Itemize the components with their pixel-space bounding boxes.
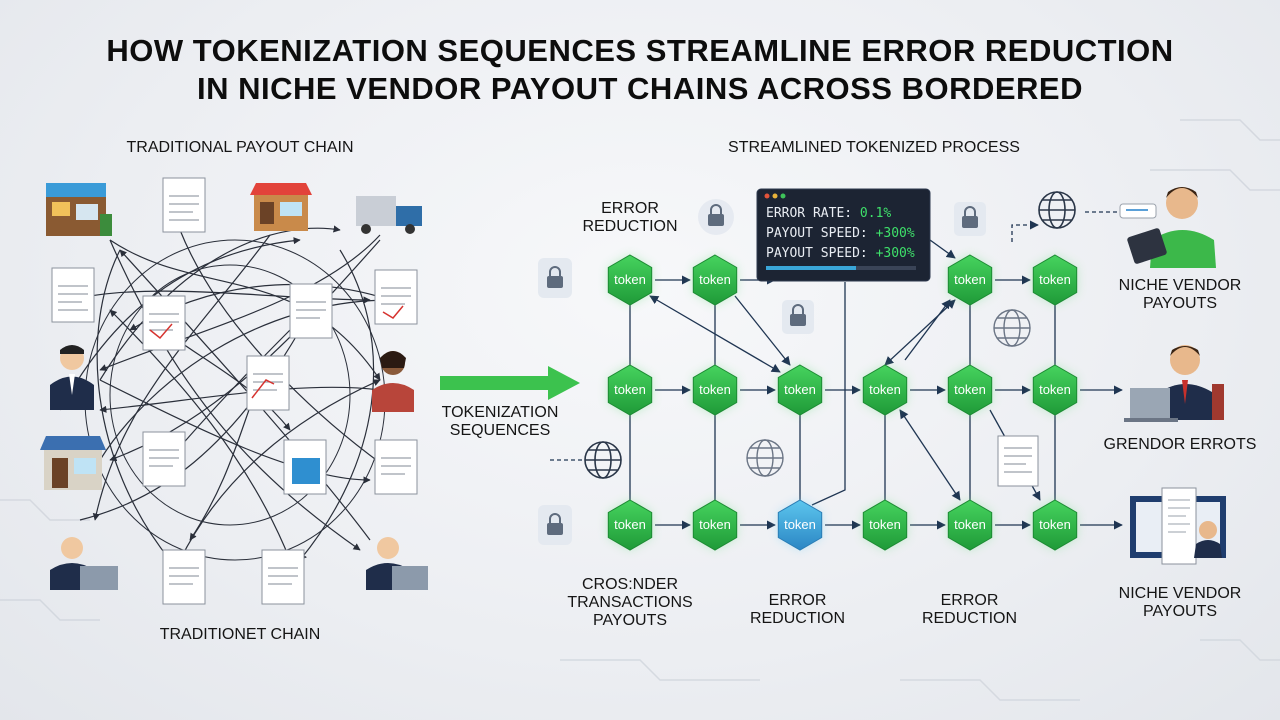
payout-speed-value-2: +300% (875, 246, 915, 261)
lock-icon-middle (782, 300, 814, 334)
token-node: token (862, 499, 908, 551)
token-node: token (1032, 364, 1078, 416)
token-label: token (1039, 382, 1071, 397)
token-label: token (1039, 517, 1071, 532)
document-icon-grid (997, 435, 1039, 487)
arrow-label: TOKENIZATION SEQUENCES (425, 404, 575, 440)
error-rate-label: ERROR RATE: (766, 206, 860, 221)
token-node: token (1032, 254, 1078, 306)
lock-icon-left (538, 258, 572, 298)
output-bottom-line-2: PAYOUTS (1142, 603, 1218, 620)
cross-border-line-3: PAYOUTS (592, 612, 668, 629)
token-node: token (607, 364, 653, 416)
market-stall-icon (46, 183, 112, 236)
token-label: token (699, 272, 731, 287)
error-reduction-bottom-1-line-2: REDUCTION (749, 610, 846, 627)
error-rate-value: 0.1% (859, 206, 892, 221)
streamlined-heading: STREAMLINED TOKENIZED PROCESS (728, 139, 1020, 156)
error-marks-left (149, 305, 404, 399)
output-bottom-line-1: NICHE VENDOR (1118, 585, 1242, 602)
traditional-tangle-lines (59, 225, 391, 561)
delivery-truck-icon (356, 196, 422, 234)
document-icons-left (51, 177, 418, 605)
globe-icon (1038, 191, 1076, 229)
token-label: token (869, 517, 901, 532)
token-node: token (607, 254, 653, 306)
payout-speed-label: PAYOUT SPEED: (766, 226, 876, 241)
token-node: token (862, 364, 908, 416)
error-reduction-top-line-2: REDUCTION (582, 218, 678, 235)
error-reduction-bottom-2-line-2: REDUCTION (921, 610, 1018, 627)
blue-card-icon (292, 458, 320, 484)
stats-panel (756, 188, 931, 282)
token-node: token (947, 499, 993, 551)
token-node: token (607, 499, 653, 551)
shop-icon-top (250, 183, 312, 231)
lock-icon-bottom (538, 505, 572, 545)
token-label: token (784, 382, 816, 397)
token-label: token (614, 272, 646, 287)
globe-icon (584, 441, 622, 479)
token-label: token (954, 517, 986, 532)
stressed-woman-icon (372, 351, 414, 412)
output-top-line-2: PAYOUTS (1142, 295, 1218, 312)
globe-icon (993, 309, 1031, 347)
token-label: token (614, 517, 646, 532)
token-nodes: token token token token token token token token… (607, 254, 1078, 551)
arrow-label-line-1: TOKENIZATION (441, 404, 559, 421)
stats-panel-text: ERROR RATE: 0.1% PAYOUT SPEED: +300% PAY… (766, 204, 915, 264)
error-reduction-bottom-2: ERROR REDUCTION (897, 592, 1042, 628)
token-node: token (947, 254, 993, 306)
token-label: token (1039, 272, 1071, 287)
token-label: token (869, 382, 901, 397)
token-node: token (947, 364, 993, 416)
token-label: token (699, 517, 731, 532)
stressed-worker-icon-right (366, 537, 428, 590)
shop-icon-left (40, 436, 106, 490)
progress-bar-fill (766, 266, 856, 270)
token-label: token (954, 382, 986, 397)
globe-icon (746, 439, 784, 477)
cross-border-label: CROS:NDER TRANSACTIONS PAYOUTS (545, 576, 715, 630)
stressed-worker-icon-left (50, 537, 118, 590)
token-label: token (614, 382, 646, 397)
lock-icon-top (698, 199, 734, 235)
cross-border-line-2: TRANSACTIONS (567, 594, 693, 611)
transition-arrow (440, 366, 580, 400)
document-lines-left (58, 195, 411, 585)
error-reduction-bottom-1-line-1: ERROR (768, 592, 827, 609)
page-title-line-2: IN NICHE VENDOR PAYOUT CHAINS ACROSS BOR… (196, 71, 1083, 106)
token-node: token (692, 499, 738, 551)
lock-icon-right (954, 202, 986, 236)
error-reduction-top-line-1: ERROR (601, 200, 659, 217)
cross-border-line-1: CROS:NDER (581, 576, 678, 593)
circuit-background (0, 119, 1280, 701)
error-reduction-top: ERROR REDUCTION (560, 200, 700, 236)
token-node: token (1032, 499, 1078, 551)
token-node: token (692, 254, 738, 306)
payout-speed-value: +300% (875, 226, 915, 241)
page-title-line-1: HOW TOKENIZATION SEQUENCES STREAMLINE ER… (106, 33, 1174, 68)
error-reduction-bottom-2-line-1: ERROR (940, 592, 999, 609)
token-node: token (777, 499, 823, 551)
traditional-footer: TRADITIONET CHAIN (159, 626, 321, 643)
arrow-label-line-2: SEQUENCES (449, 422, 551, 439)
token-label: token (699, 382, 731, 397)
businessman-icon (50, 345, 94, 410)
token-node: token (777, 364, 823, 416)
token-node: token (692, 364, 738, 416)
output-top-label: NICHE VENDOR PAYOUTS (1100, 277, 1260, 313)
output-top-line-1: NICHE VENDOR (1118, 277, 1242, 294)
output-middle-label: GRENDOR ERROTS (1103, 436, 1257, 453)
payout-speed-label-2: PAYOUT SPEED: (766, 246, 876, 261)
token-label: token (784, 517, 816, 532)
output-bottom-label: NICHE VENDOR PAYOUTS (1100, 585, 1260, 621)
token-label: token (954, 272, 986, 287)
error-reduction-bottom-1: ERROR REDUCTION (725, 592, 870, 628)
traditional-heading: TRADITIONAL PAYOUT CHAIN (126, 139, 354, 156)
